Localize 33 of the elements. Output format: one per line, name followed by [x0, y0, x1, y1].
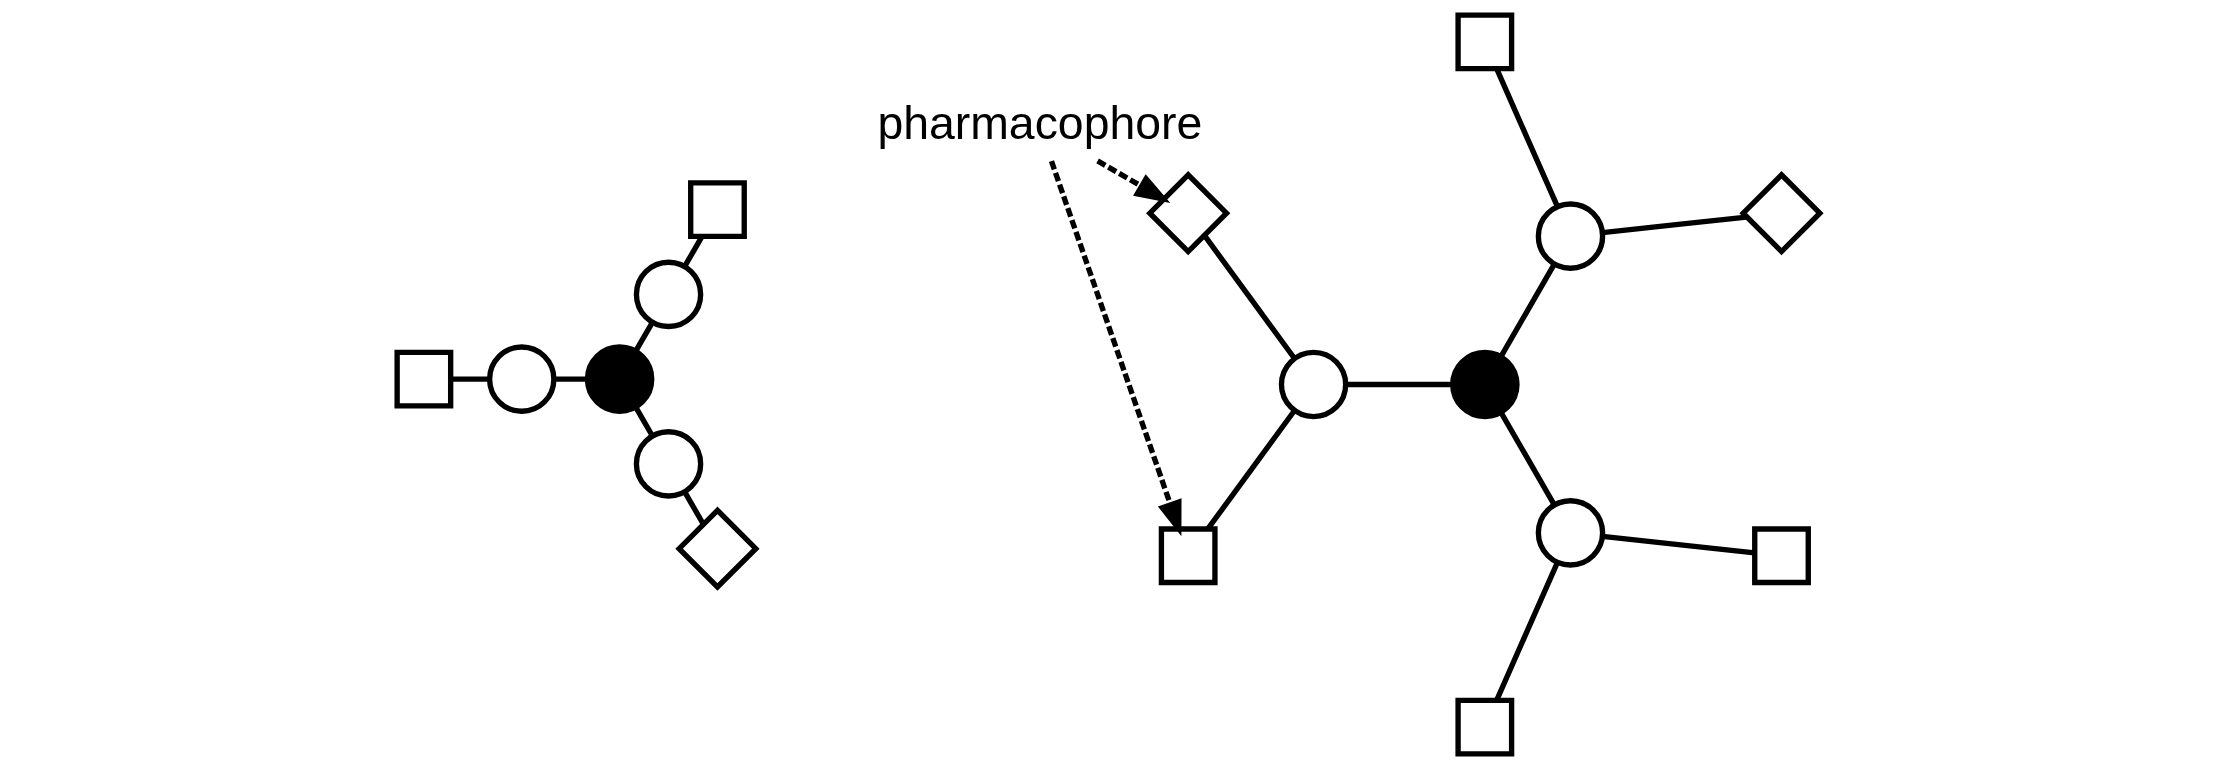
- connector: [1493, 68, 1560, 208]
- connector: [633, 406, 654, 437]
- node-diamond: [1738, 171, 1824, 256]
- node-box: [687, 180, 747, 240]
- connector: [1345, 381, 1453, 388]
- node-box: [1158, 526, 1218, 586]
- arrow: [1048, 160, 1182, 537]
- node-circle: [1535, 201, 1605, 271]
- node-diamond: [674, 506, 760, 591]
- connector: [1498, 411, 1556, 506]
- connector: [1493, 561, 1560, 701]
- connector: [1601, 214, 1747, 236]
- connector: [633, 321, 654, 353]
- connector: [554, 376, 587, 382]
- node-circle: [633, 259, 703, 330]
- node-circle: [1278, 349, 1348, 420]
- node-circle: [633, 429, 703, 499]
- connector: [682, 490, 706, 526]
- node-box: [1454, 12, 1514, 72]
- node-circle: [584, 344, 654, 414]
- node-box: [1454, 697, 1514, 757]
- node-text: pharmacophore: [876, 96, 1202, 149]
- arrow: [1095, 158, 1170, 203]
- connector: [1201, 234, 1297, 361]
- node-box: [1751, 526, 1811, 586]
- node-circle: [1535, 498, 1605, 568]
- connector: [1498, 263, 1556, 358]
- connector: [1601, 533, 1755, 556]
- node-diamond: [1145, 171, 1230, 256]
- node-circle: [486, 344, 557, 414]
- node-circle: [1449, 349, 1520, 420]
- node-box: [393, 349, 453, 409]
- connector: [450, 376, 489, 382]
